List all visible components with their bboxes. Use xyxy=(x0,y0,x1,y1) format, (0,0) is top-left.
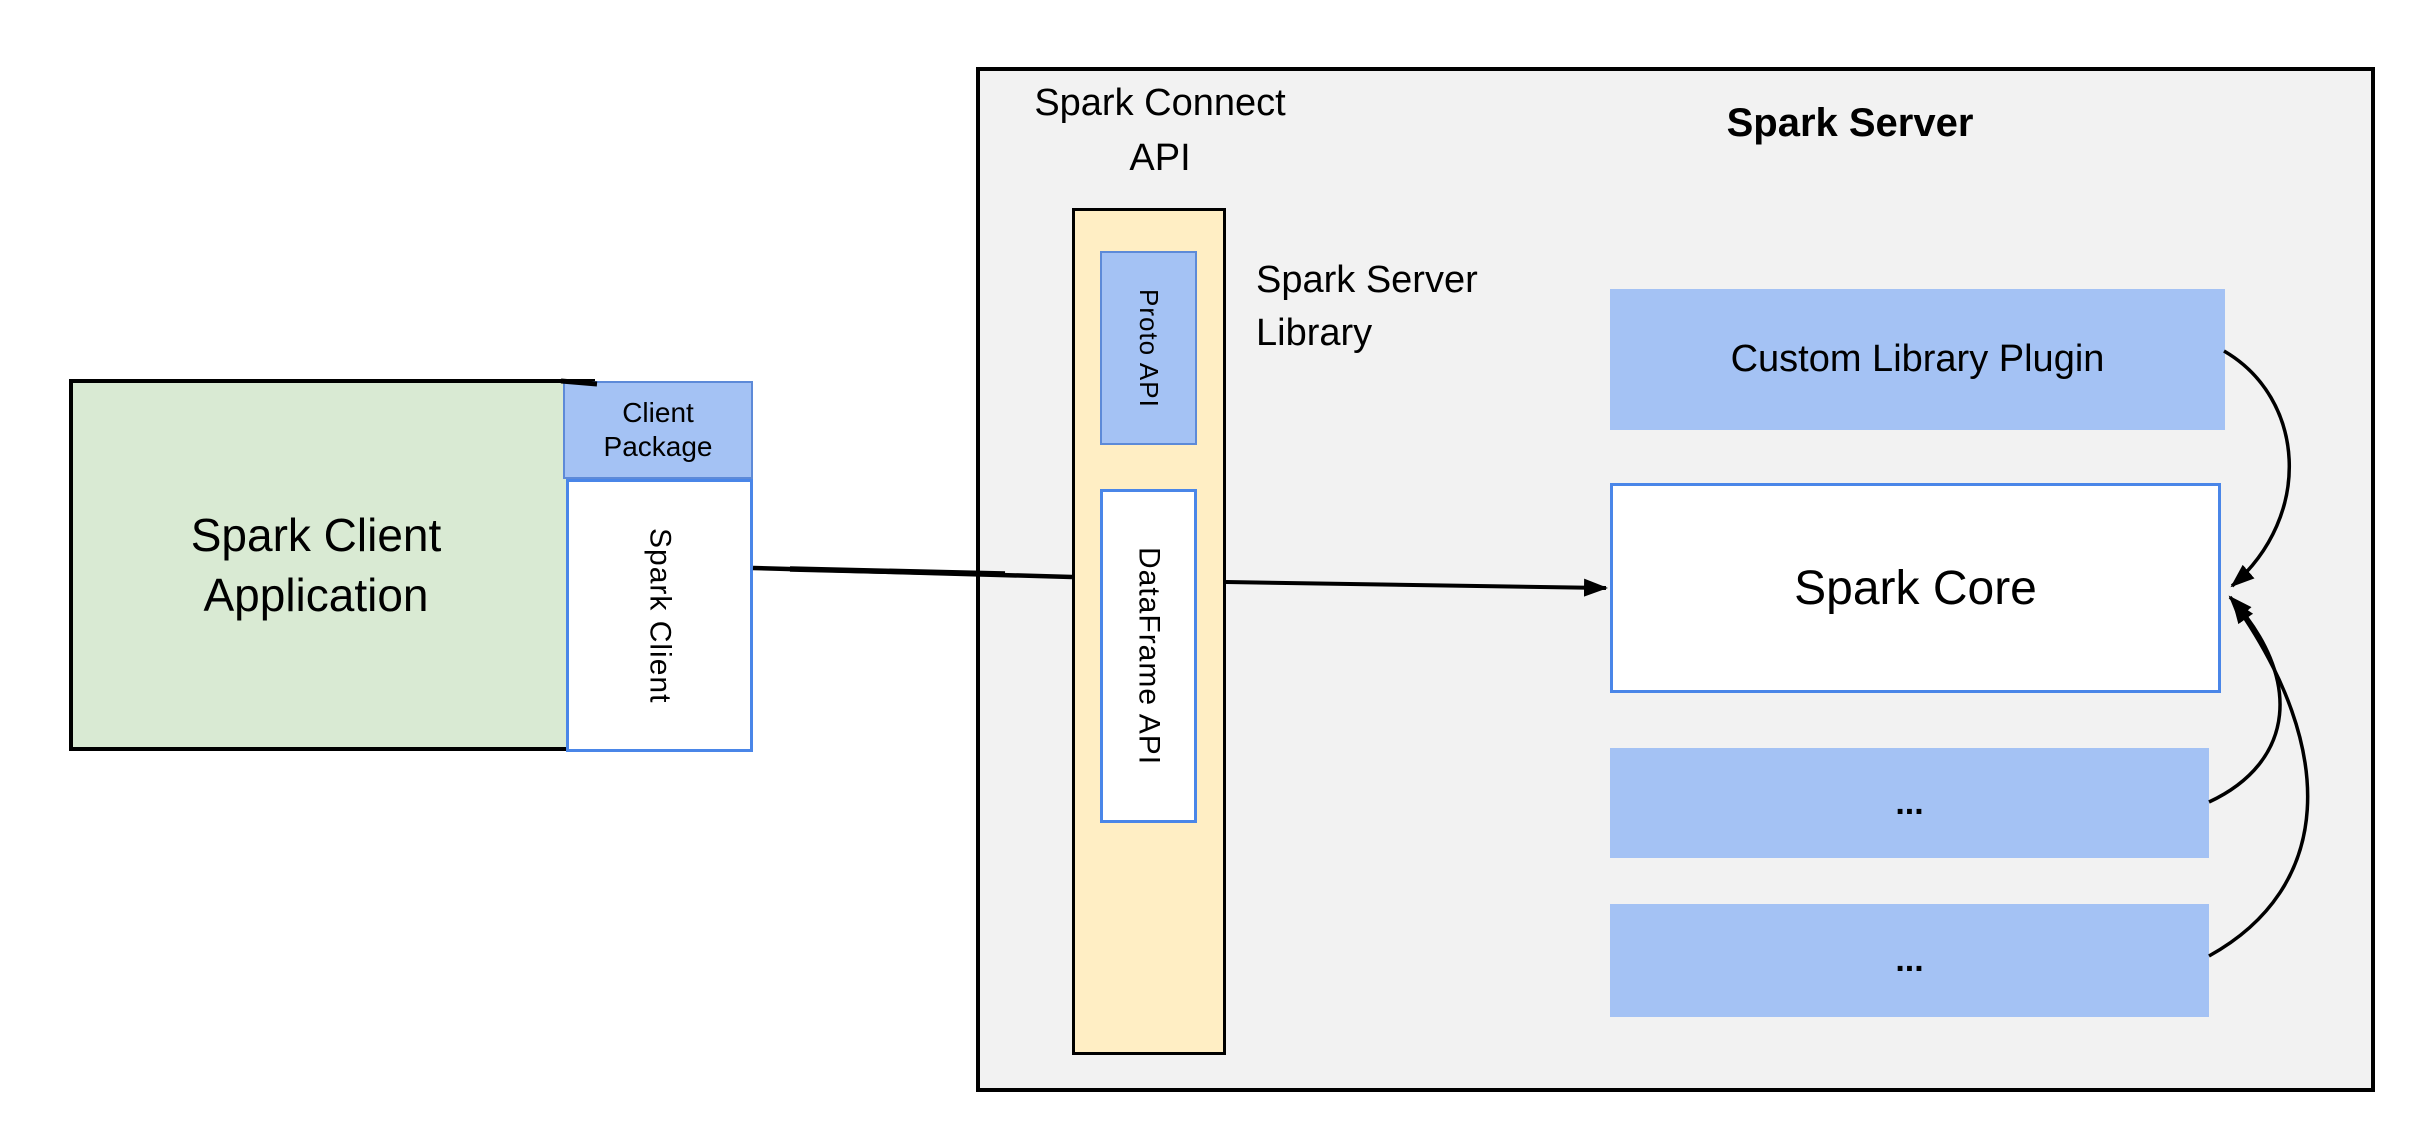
spark-server-library-label: Spark Server Library xyxy=(1256,254,1586,360)
label-line: Client xyxy=(622,397,694,428)
custom-library-plugin-box: Custom Library Plugin xyxy=(1610,289,2225,430)
other-plugin-box-1: ... xyxy=(1610,748,2209,858)
client-package-box: Client Package xyxy=(563,381,753,479)
ellipsis-label: ... xyxy=(1895,941,1924,979)
spark-connect-api-label: Spark Connect API xyxy=(960,76,1360,186)
proto-api-label: Proto API xyxy=(1134,288,1164,408)
proto-api-box: Proto API xyxy=(1100,251,1197,445)
dataframe-api-box: DataFrame API xyxy=(1100,489,1197,823)
spark-client-label: Spark Client xyxy=(643,527,677,704)
spark-client-box: Spark Client xyxy=(566,479,753,752)
spark-client-application-label: Spark Client Application xyxy=(69,379,563,751)
label-line: API xyxy=(1129,137,1191,179)
other-plugin-box-2: ... xyxy=(1610,904,2209,1017)
spark-core-box: Spark Core xyxy=(1610,483,2221,693)
dataframe-api-label: DataFrame API xyxy=(1132,546,1166,766)
ellipsis-label: ... xyxy=(1895,783,1924,822)
label-line: Application xyxy=(203,569,429,621)
custom-library-plugin-label: Custom Library Plugin xyxy=(1730,338,2105,380)
label-line: Library xyxy=(1256,312,1373,354)
spark-core-label: Spark Core xyxy=(1794,561,2037,615)
spark-server-title: Spark Server xyxy=(1726,101,1974,145)
label-line: Spark Client xyxy=(190,509,442,561)
label-line: Spark Connect xyxy=(1034,82,1286,124)
label-line: Package xyxy=(603,431,713,462)
client-to-library-line-overdraw xyxy=(789,566,1006,577)
spark-client-application-box xyxy=(69,379,595,751)
label-line: Spark Server xyxy=(1256,259,1478,301)
